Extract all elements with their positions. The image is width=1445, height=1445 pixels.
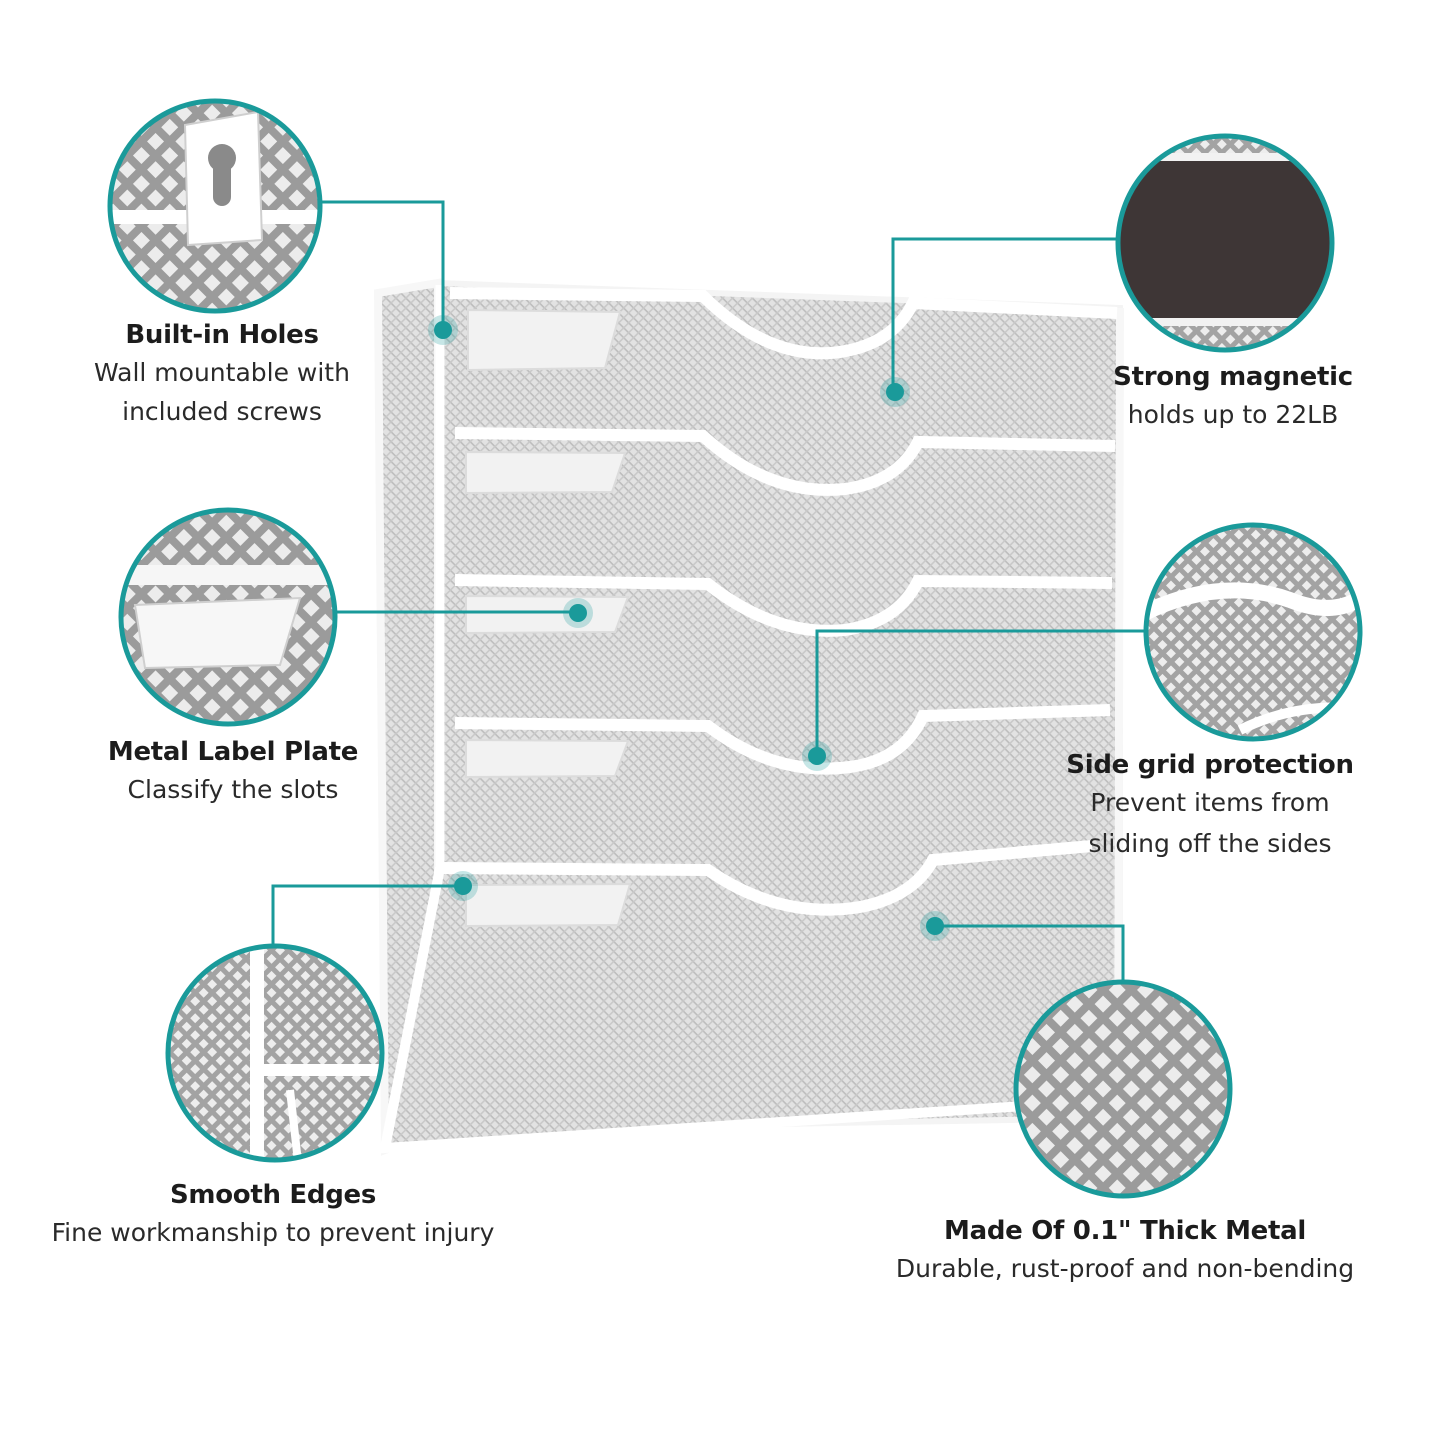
callout-dots [428,315,950,941]
callout-connectors [271,200,1146,982]
feature-title: Side grid protection [1066,750,1354,780]
label-plate-icon [118,507,338,727]
feature-line: sliding off the sides [1088,829,1332,858]
pocket-tier-5 [378,840,1093,1154]
feature-strong-magnetic: Strong magnetic holds up to 22LB [1003,360,1445,435]
feature-built-in-holes: Built-in Holes Wall mountable with inclu… [0,318,452,432]
pocket-tier-1 [449,287,1118,440]
file-organizer [373,278,1124,1156]
feature-smooth-edges: Smooth Edges Fine workmanship to prevent… [33,1178,513,1253]
magnet-strip-icon [1115,133,1335,353]
label-plate [465,450,627,495]
callout-dot [920,911,950,941]
smooth-edge-icon [165,943,385,1163]
label-plate [467,308,622,372]
feature-line: included screws [122,397,322,426]
pocket-tier-3 [454,574,1113,715]
feature-metal-label-plate: Metal Label Plate Classify the slots [3,735,463,810]
side-grid-icon [1143,522,1363,742]
callout-dot [880,377,910,407]
metal-mesh-icon [1013,979,1233,1199]
feature-line: Classify the slots [127,775,339,804]
feature-title: Smooth Edges [169,1180,377,1210]
feature-line: Prevent items from [1090,788,1330,817]
feature-title: Strong magnetic [1113,362,1353,392]
feature-title: Built-in Holes [125,320,319,350]
feature-side-grid-protection: Side grid protection Prevent items from … [980,748,1440,864]
label-plate [465,882,632,928]
callout-dot [802,741,832,771]
feature-title: Metal Label Plate [107,737,359,767]
label-plate [465,594,630,635]
callout-dot [428,315,458,345]
feature-thick-metal: Made Of 0.1" Thick Metal Durable, rust-p… [860,1214,1390,1289]
pocket-tier-4 [454,704,1111,860]
keyhole-mount-icon [107,98,323,314]
pocket-tier-2 [454,427,1116,580]
feature-title: Made Of 0.1" Thick Metal [944,1216,1306,1246]
callout-dot [563,598,593,628]
feature-line: Durable, rust-proof and non-bending [895,1254,1355,1283]
callout-dot [448,871,478,901]
label-plate [465,738,630,779]
feature-line: Fine workmanship to prevent injury [51,1218,495,1247]
feature-line: holds up to 22LB [1127,400,1339,429]
feature-line: Wall mountable with [94,358,350,387]
